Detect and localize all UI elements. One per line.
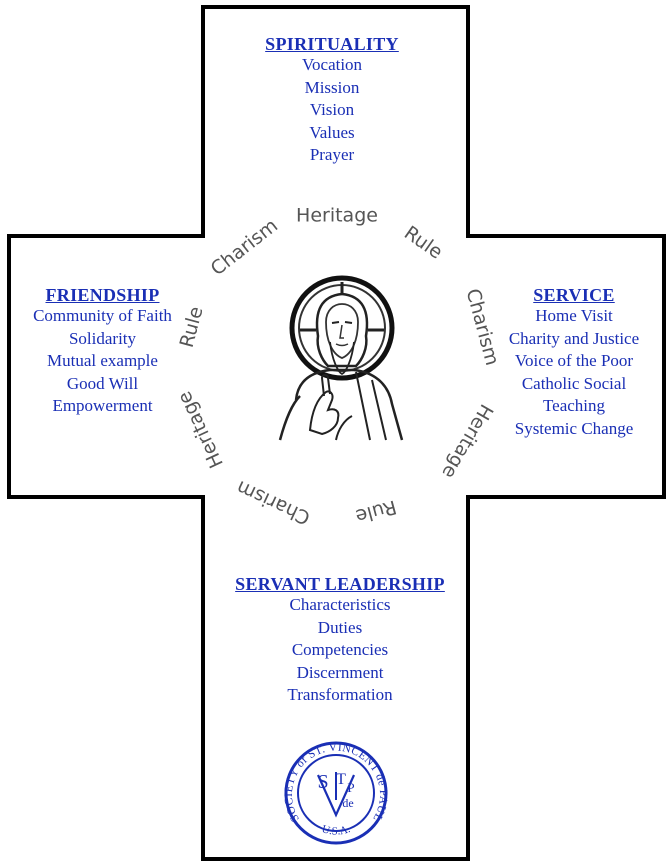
list-item: Discernment [200, 662, 480, 685]
monogram-de: de [342, 796, 353, 810]
list-item: Characteristics [200, 594, 480, 617]
list-item: Empowerment [10, 395, 195, 418]
heading-friendship: FRIENDSHIP [10, 285, 195, 305]
list-item: Mission [232, 77, 432, 100]
list-item: Vocation [232, 54, 432, 77]
list-item: Duties [200, 617, 480, 640]
monogram-p: P [347, 780, 354, 795]
list-item: Home Visit [496, 305, 652, 328]
ring-word-heritage: Heritage [296, 205, 378, 227]
list-item: Catholic Social [496, 373, 652, 396]
monogram-s: S [317, 771, 328, 793]
list-item: Teaching [496, 395, 652, 418]
section-servant-leadership: SERVANT LEADERSHIP Characteristics Dutie… [200, 574, 480, 707]
heading-servant-leadership: SERVANT LEADERSHIP [200, 574, 480, 594]
list-item: Solidarity [10, 328, 195, 351]
list-item: Prayer [232, 144, 432, 167]
heading-spirituality: SPIRITUALITY [232, 34, 432, 54]
list-item: Charity and Justice [496, 328, 652, 351]
list-item: Transformation [200, 684, 480, 707]
list-item: Mutual example [10, 350, 195, 373]
list-item: Values [232, 122, 432, 145]
list-item: Vision [232, 99, 432, 122]
list-item: Community of Faith [10, 305, 195, 328]
list-item: Systemic Change [496, 418, 652, 441]
heading-service: SERVICE [496, 285, 652, 305]
monogram-t: T [336, 771, 346, 788]
section-friendship: FRIENDSHIP Community of Faith Solidarity… [10, 285, 195, 418]
section-spirituality: SPIRITUALITY Vocation Mission Vision Val… [232, 34, 432, 167]
list-item: Good Will [10, 373, 195, 396]
list-item: Competencies [200, 639, 480, 662]
section-service: SERVICE Home Visit Charity and Justice V… [496, 285, 652, 440]
list-item: Voice of the Poor [496, 350, 652, 373]
